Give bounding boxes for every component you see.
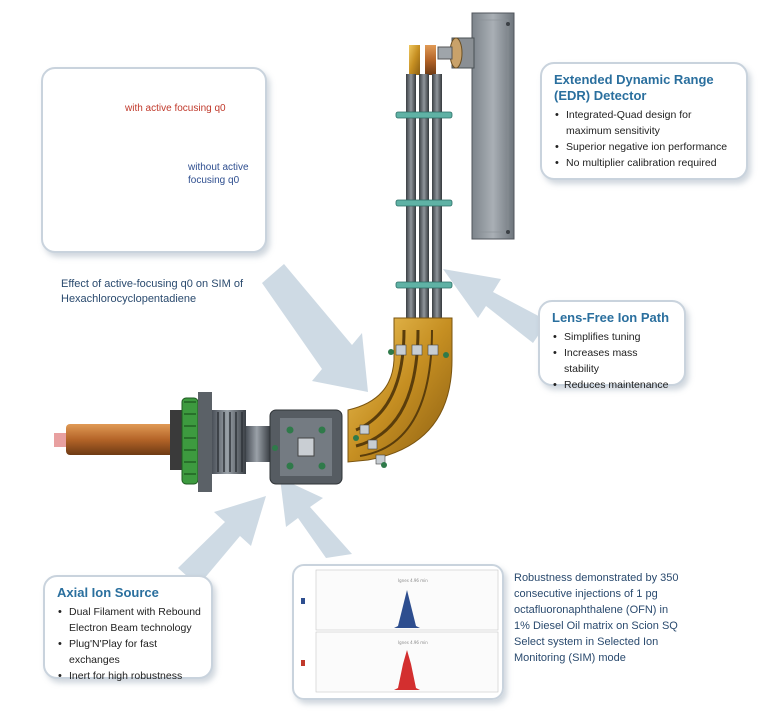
- edr-bullet: Integrated-Quad design for maximum sensi…: [554, 107, 736, 139]
- lens-free-title: Lens-Free Ion Path: [552, 310, 670, 325]
- active-focusing-label: with active focusing q0: [125, 103, 226, 114]
- edr-bullet: Superior negative ion performance: [554, 139, 736, 155]
- edr-detector-title: Extended Dynamic Range (EDR) Detector: [554, 72, 714, 103]
- peak-blue: [318, 590, 496, 628]
- edr-bullet: No multiplier calibration required: [554, 155, 736, 171]
- svg-text:Ignes 4.96 min: Ignes 4.96 min: [398, 578, 428, 583]
- lens-bullet: Simplifies tuning: [552, 329, 674, 345]
- lens-bullet: Reduces maintenance: [552, 377, 674, 393]
- axial-bullet: Plug'N'Play for fast exchanges: [57, 636, 203, 668]
- lens-bullet: Increases mass stability: [552, 345, 674, 377]
- peak-red: [318, 650, 496, 690]
- pointer-arrow: [178, 496, 266, 586]
- robustness-caption: Robustness demonstrated by 350 consecuti…: [514, 572, 679, 664]
- pointer-arrow: [262, 264, 368, 392]
- axial-bullet: Inert for high robustness: [57, 668, 203, 684]
- quadrupole-rods: [395, 74, 453, 324]
- robustness-chart-panel: [292, 564, 504, 700]
- sim-chart-panel: with active focusing q0 without active f…: [41, 67, 267, 253]
- axial-ion-source-assembly: [54, 392, 343, 492]
- robustness-chart-plot: Ignes 4.96 min Ignes 4.96 min: [301, 569, 499, 693]
- sim-chart-caption: Effect of active-focusing q0 on SIM of H…: [61, 278, 244, 305]
- pointer-arrow: [443, 269, 548, 343]
- axial-bullet: Dual Filament with Rebound Electron Beam…: [57, 604, 203, 636]
- without-focusing-label: without active focusing q0: [188, 162, 249, 186]
- axial-ion-source-panel: Axial Ion Source Dual Filament with Rebo…: [43, 575, 213, 684]
- lens-free-panel: Lens-Free Ion Path Simplifies tuning Inc…: [538, 300, 686, 393]
- edr-detector-panel: Extended Dynamic Range (EDR) Detector In…: [540, 62, 748, 180]
- axial-ion-source-title: Axial Ion Source: [57, 585, 159, 600]
- edr-detector: [409, 12, 515, 240]
- pointer-arrow: [280, 478, 352, 558]
- svg-text:Ignes 4.96 min: Ignes 4.96 min: [398, 640, 428, 645]
- curved-ion-guide: [347, 317, 453, 468]
